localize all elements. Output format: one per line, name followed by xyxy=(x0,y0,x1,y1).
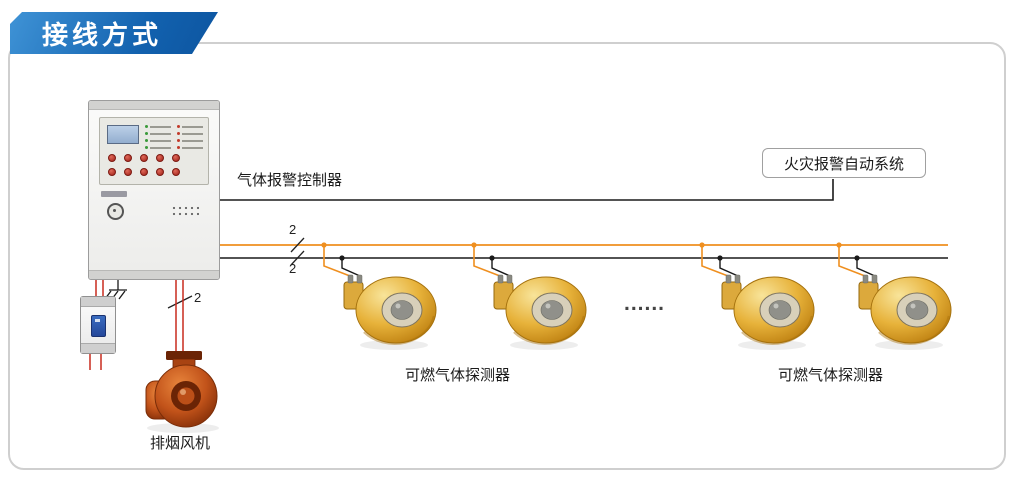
circuit-breaker xyxy=(80,296,116,354)
wire-count-bus-top: 2 xyxy=(289,222,297,237)
breaker-bottom-terminal xyxy=(81,343,115,353)
controller-to-system-wire xyxy=(218,179,834,201)
brand-logo xyxy=(101,191,127,197)
fan-power-wires xyxy=(175,278,184,352)
junction-dots xyxy=(321,242,860,261)
speaker-grille xyxy=(171,205,199,217)
gas-detector-2 xyxy=(492,273,588,352)
detector-drop-wires xyxy=(323,245,876,277)
breaker-switch xyxy=(91,315,106,337)
fire-alarm-system-box: 火灾报警自动系统 xyxy=(762,148,926,178)
exhaust-fan xyxy=(145,351,219,433)
breaker-top-terminal xyxy=(81,297,115,307)
wire-count-bus-bottom: 2 xyxy=(289,261,297,276)
controller-label: 气体报警控制器 xyxy=(237,172,343,189)
page-title: 接线方式 xyxy=(42,19,163,50)
status-leds xyxy=(145,125,203,149)
lcd-screen xyxy=(107,125,139,144)
exhaust-fan-label: 排烟风机 xyxy=(150,435,211,452)
continuation-ellipsis: ...... xyxy=(624,292,666,315)
fire-alarm-system-label: 火灾报警自动系统 xyxy=(783,155,904,173)
detector-label-right: 可燃气体探测器 xyxy=(778,367,884,384)
gas-detector-1 xyxy=(342,273,438,352)
wire-slash-marks xyxy=(167,237,305,309)
ground-symbol xyxy=(104,278,127,300)
gas-detector-4 xyxy=(857,273,953,352)
gas-alarm-controller xyxy=(88,100,220,280)
title-banner: 接线方式 xyxy=(10,12,218,54)
wire-count-fan: 2 xyxy=(194,290,202,305)
controller-bottom-trim xyxy=(89,270,219,279)
controller-top-trim xyxy=(89,101,219,110)
keyhole xyxy=(107,203,124,220)
controller-face xyxy=(99,117,209,185)
detector-label-left: 可燃气体探测器 xyxy=(405,367,511,384)
gas-detector-3 xyxy=(720,273,816,352)
controller-buttons-row-2 xyxy=(108,168,180,176)
controller-buttons-row-1 xyxy=(108,154,180,162)
breaker-wires xyxy=(89,278,104,370)
